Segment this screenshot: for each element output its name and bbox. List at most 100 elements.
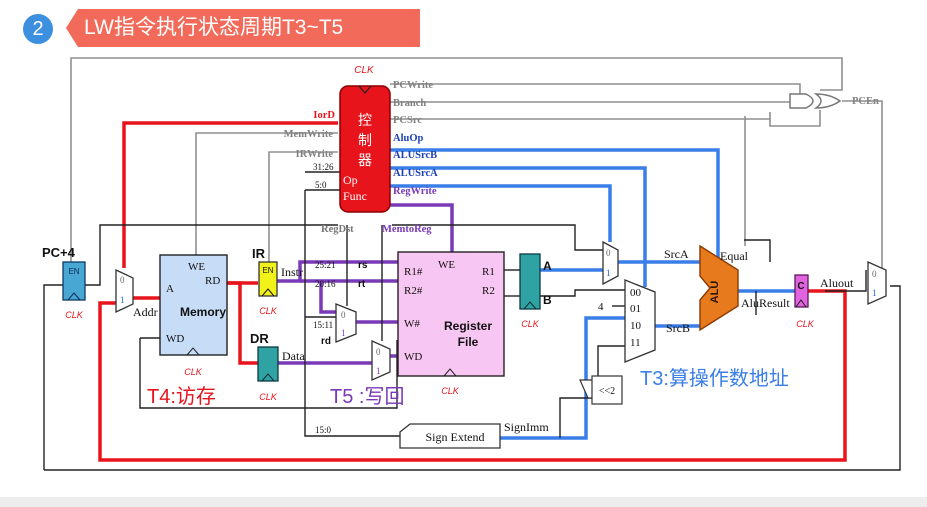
memory-block xyxy=(159,254,228,356)
rd-bits-label: 15:11 xyxy=(313,320,333,330)
func-bits-label: 5:0 xyxy=(315,180,327,190)
ir-en-label: EN xyxy=(262,266,273,275)
pcsrc-mux xyxy=(867,260,887,306)
regdst-mux-0: 0 xyxy=(341,310,346,320)
srca-label: SrcA xyxy=(664,247,689,261)
aluout-register xyxy=(794,274,809,308)
or-gate-link xyxy=(769,110,821,127)
pc-register xyxy=(62,261,86,301)
signimm-to-shift-wire xyxy=(559,397,598,438)
instr-label: Instr xyxy=(281,265,303,279)
instr-rs-wire xyxy=(274,260,398,283)
pc-clk-icon xyxy=(67,292,81,301)
data-label: Data xyxy=(282,349,305,363)
regfile-we: WE xyxy=(438,259,455,271)
pc-label: PC+4 xyxy=(42,245,76,260)
alu-label: ALU xyxy=(709,281,721,304)
shift-to-mux-wire xyxy=(597,345,625,380)
pcen-output-wire xyxy=(842,100,883,268)
regwrite-wire xyxy=(390,203,454,252)
memtoreg-label: MemtoReg xyxy=(382,224,432,235)
alu-unit xyxy=(699,244,739,332)
iord-wire xyxy=(122,121,338,268)
regfile-r2n: R2# xyxy=(404,285,423,297)
pc-en-label: EN xyxy=(68,267,79,276)
branch-label: Branch xyxy=(393,98,426,109)
srcb-label: SrcB xyxy=(666,321,690,335)
alusrca-label: ALUSrcA xyxy=(393,168,438,179)
memory-clk: CLK xyxy=(184,367,203,377)
equal-wire xyxy=(744,239,771,262)
addr-mux xyxy=(115,268,134,314)
or-gate-icon xyxy=(813,93,842,109)
op-bits-label: 31:26 xyxy=(313,162,334,172)
aluop-label: AluOp xyxy=(393,133,424,144)
pc-feedback-wire xyxy=(44,285,901,471)
pcen-label: PCEn xyxy=(852,96,879,107)
regfile-title2: File xyxy=(458,335,479,349)
rt-to-mux-wire xyxy=(319,281,336,314)
controller-func: Func xyxy=(343,189,367,203)
addr-mux-0: 0 xyxy=(120,275,125,285)
memory-clk-icon xyxy=(186,347,200,356)
memtoreg-mux xyxy=(371,339,391,382)
addr-label: Addr xyxy=(133,305,158,319)
srca-mux-1: 1 xyxy=(606,268,611,278)
memtoreg-mux-0: 0 xyxy=(376,347,381,357)
phase-t5-label: T5 :写回 xyxy=(330,386,404,408)
addr-mux-1: 1 xyxy=(120,295,125,305)
b-to-mux-wire xyxy=(540,289,625,297)
imm-bits-label: 15:0 xyxy=(315,425,332,435)
controller-char-3: 器 xyxy=(358,154,372,169)
shift-label: <<2 xyxy=(599,386,615,397)
srcb-mux-11: 11 xyxy=(630,337,641,349)
rt-label: rt xyxy=(358,279,366,290)
pc-to-srca-wire xyxy=(392,224,603,251)
regfile-r1: R1 xyxy=(482,266,495,278)
regdst-mux-1: 1 xyxy=(341,328,346,338)
pc-to-addrmux-wire xyxy=(85,270,101,286)
memwrite-label: MemWrite xyxy=(284,129,334,140)
rt-bits-label: 20:16 xyxy=(315,279,336,289)
pcwrite-label: PCWrite xyxy=(393,80,433,91)
aluout-clk: CLK xyxy=(796,319,815,329)
controller-clk-icon xyxy=(358,85,372,94)
phase-t4-label: T4:访存 xyxy=(147,385,216,408)
controller-clk: CLK xyxy=(354,65,375,76)
srca-mux xyxy=(602,240,619,286)
aluout-label: Aluout xyxy=(820,276,854,290)
dr-register xyxy=(257,346,279,382)
rs-bits-label: 25:21 xyxy=(315,260,336,270)
const-four: 4 xyxy=(598,301,604,313)
pcen-feedback-wire xyxy=(70,57,843,270)
ab-clk: CLK xyxy=(521,319,540,329)
srcb-mux-01: 01 xyxy=(630,303,641,315)
regfile-clk-icon xyxy=(443,368,457,377)
aluout-c: C xyxy=(797,281,804,292)
ab-register xyxy=(519,253,541,310)
pc-clk: CLK xyxy=(65,310,84,320)
regdst-mux xyxy=(335,303,357,343)
memwrite-wire xyxy=(195,132,338,255)
controller-op: Op xyxy=(343,173,358,187)
alusrca-wire xyxy=(390,184,612,242)
ir-clk-icon xyxy=(261,288,275,297)
memtoreg-mux-1: 1 xyxy=(376,366,381,376)
step-number-badge: 2 xyxy=(23,14,53,44)
rd-label: rd xyxy=(321,336,331,347)
memory-wd: WD xyxy=(166,333,184,345)
memory-a: A xyxy=(166,283,174,295)
controller-box xyxy=(339,85,391,213)
and-gate-icon xyxy=(789,93,814,109)
pc-input-wire xyxy=(43,284,63,470)
regfile-r2: R2 xyxy=(482,285,495,297)
iord-label: IorD xyxy=(313,110,335,121)
equal-label: Equal xyxy=(720,249,749,263)
srcb-mux-10: 10 xyxy=(630,320,642,332)
controller-char-1: 控 xyxy=(358,113,372,129)
controller-char-2: 制 xyxy=(358,133,372,149)
ir-label: IR xyxy=(252,246,266,261)
regdst-label: RegDst xyxy=(321,224,354,235)
dr-clk: CLK xyxy=(259,392,278,402)
pcwrite-wire xyxy=(390,83,801,100)
